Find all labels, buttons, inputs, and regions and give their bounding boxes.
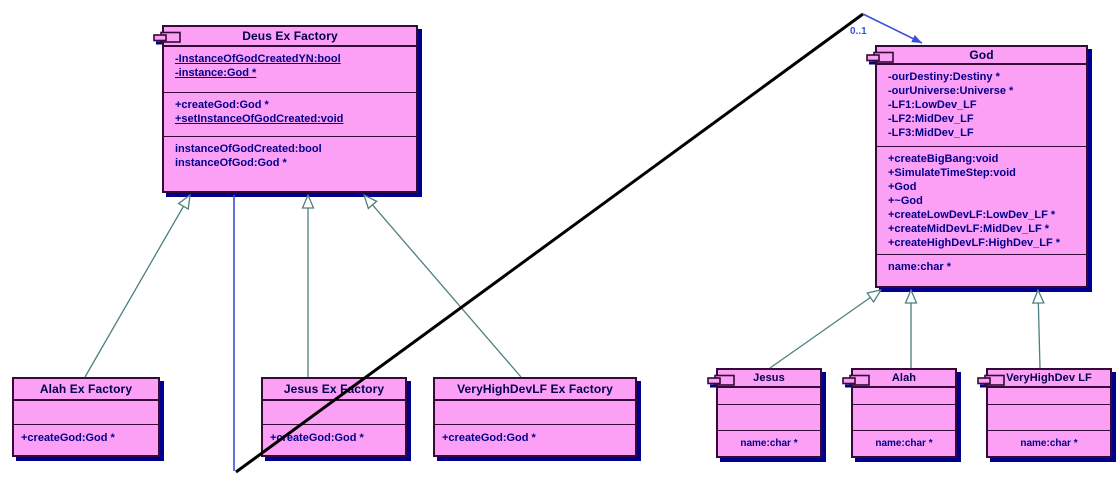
class-title-deus-ex-factory: Deus Ex Factory bbox=[164, 27, 416, 47]
class-adornment-icon bbox=[977, 374, 1007, 389]
class-member-text: name:char * bbox=[875, 438, 933, 449]
class-veryhighdevlf-ex-factory[interactable]: VeryHighDevLF Ex Factory +createGod:God * bbox=[433, 377, 637, 457]
class-section bbox=[435, 401, 635, 425]
class-member-text: instanceOfGodCreated:bool bbox=[175, 143, 322, 155]
class-adornment-icon bbox=[842, 374, 872, 389]
class-title-alah-ex-factory: Alah Ex Factory bbox=[14, 379, 158, 401]
class-member: +createGod:God * bbox=[164, 98, 416, 112]
class-member-text: +setInstanceOfGodCreated:void bbox=[175, 113, 344, 125]
class-title-jesus-ex-factory: Jesus Ex Factory bbox=[263, 379, 405, 401]
class-section: +createBigBang:void +SimulateTimeStep:voi… bbox=[877, 147, 1086, 255]
class-member: -ourDestiny:Destiny * bbox=[877, 70, 1086, 84]
class-member: +God bbox=[877, 180, 1086, 194]
class-title-god: God bbox=[877, 47, 1086, 65]
class-member-text: -instance:God * bbox=[175, 67, 257, 79]
class-member: instanceOfGodCreated:bool bbox=[164, 142, 416, 156]
class-member: -LF1:LowDev_LF bbox=[877, 98, 1086, 112]
class-member: +createBigBang:void bbox=[877, 152, 1086, 166]
class-section bbox=[988, 388, 1110, 405]
class-section: name:char * bbox=[853, 431, 955, 456]
class-section: +createGod:God * +setInstanceOfGodCreated… bbox=[164, 93, 416, 137]
class-section bbox=[14, 401, 158, 425]
class-member: -instance:God * bbox=[164, 66, 416, 80]
class-section: +createGod:God * bbox=[435, 425, 635, 455]
class-member-text: +createMidDevLF:MidDev_LF * bbox=[888, 223, 1050, 235]
class-member-text: +createLowDevLF:LowDev_LF * bbox=[888, 209, 1056, 221]
class-member: -ourUniverse:Universe * bbox=[877, 84, 1086, 98]
class-adornment-icon bbox=[153, 31, 183, 46]
class-member: +createMidDevLF:MidDev_LF * bbox=[877, 222, 1086, 236]
class-member-text: +createBigBang:void bbox=[888, 153, 999, 165]
class-member: -LF2:MidDev_LF bbox=[877, 112, 1086, 126]
class-member-text: -LF1:LowDev_LF bbox=[888, 99, 977, 111]
class-member-text: +God bbox=[888, 181, 917, 193]
class-section: +createGod:God * bbox=[263, 425, 405, 455]
class-title-veryhighdev-lf: VeryHighDev LF bbox=[988, 370, 1110, 388]
class-member-text: -InstanceOfGodCreatedYN:bool bbox=[175, 53, 341, 65]
class-member: +createGod:God * bbox=[14, 431, 158, 445]
class-section bbox=[718, 405, 820, 431]
class-member-text: +~God bbox=[888, 195, 923, 207]
class-section: -ourDestiny:Destiny * -ourUniverse:Univer… bbox=[877, 65, 1086, 147]
class-adornment-icon bbox=[866, 51, 896, 66]
class-section bbox=[718, 388, 820, 405]
class-member: +SimulateTimeStep:void bbox=[877, 166, 1086, 180]
class-member: -InstanceOfGodCreatedYN:bool bbox=[164, 52, 416, 66]
class-section: name:char * bbox=[877, 255, 1086, 286]
class-member-text: +SimulateTimeStep:void bbox=[888, 167, 1016, 179]
class-section: name:char * bbox=[718, 431, 820, 456]
class-member-text: +createGod:God * bbox=[21, 432, 115, 444]
class-member-text: name:char * bbox=[740, 438, 798, 449]
class-member-text: +createGod:God * bbox=[270, 432, 364, 444]
class-member: name:char * bbox=[877, 260, 1086, 274]
class-member-text: -LF2:MidDev_LF bbox=[888, 113, 974, 125]
class-title-veryhighdevlf-ex-factory: VeryHighDevLF Ex Factory bbox=[435, 379, 635, 401]
class-alah-ex-factory[interactable]: Alah Ex Factory +createGod:God * bbox=[12, 377, 160, 457]
class-section: instanceOfGodCreated:bool instanceOfGod:G… bbox=[164, 137, 416, 191]
class-member-text: -ourDestiny:Destiny * bbox=[888, 71, 1000, 83]
class-member: +createLowDevLF:LowDev_LF * bbox=[877, 208, 1086, 222]
class-section: -InstanceOfGodCreatedYN:bool -instance:Go… bbox=[164, 47, 416, 93]
class-section bbox=[263, 401, 405, 425]
class-veryhighdev-lf[interactable]: VeryHighDev LF name:char * bbox=[977, 368, 1112, 458]
class-member-text: name:char * bbox=[888, 261, 951, 273]
class-member: name:char * bbox=[988, 437, 1110, 450]
class-member-text: +createHighDevLF:HighDev_LF * bbox=[888, 237, 1061, 249]
class-adornment-icon bbox=[707, 374, 737, 389]
class-member: +createHighDevLF:HighDev_LF * bbox=[877, 236, 1086, 250]
class-member-text: name:char * bbox=[1020, 438, 1078, 449]
class-member: -LF3:MidDev_LF bbox=[877, 126, 1086, 140]
class-section: name:char * bbox=[988, 431, 1110, 456]
class-deus-ex-factory[interactable]: Deus Ex Factory-InstanceOfGodCreatedYN:b… bbox=[153, 25, 418, 193]
association-multiplicity-label: 0..1 bbox=[850, 26, 867, 37]
class-alah[interactable]: Alah name:char * bbox=[842, 368, 957, 458]
class-member-text: -LF3:MidDev_LF bbox=[888, 127, 974, 139]
class-jesus-ex-factory[interactable]: Jesus Ex Factory +createGod:God * bbox=[261, 377, 407, 457]
class-title-alah: Alah bbox=[853, 370, 955, 388]
class-member: +createGod:God * bbox=[435, 431, 635, 445]
class-section bbox=[853, 388, 955, 405]
class-member: +setInstanceOfGodCreated:void bbox=[164, 112, 416, 126]
class-member: name:char * bbox=[853, 437, 955, 450]
class-member: +~God bbox=[877, 194, 1086, 208]
class-section bbox=[853, 405, 955, 431]
class-member-text: instanceOfGod:God * bbox=[175, 157, 287, 169]
class-member-text: +createGod:God * bbox=[175, 99, 269, 111]
class-member: name:char * bbox=[718, 437, 820, 450]
class-section bbox=[988, 405, 1110, 431]
class-god[interactable]: God -ourDestiny:Destiny * -ourUniverse:Uni… bbox=[866, 45, 1088, 288]
class-member-text: +createGod:God * bbox=[442, 432, 536, 444]
class-member: instanceOfGod:God * bbox=[164, 156, 416, 170]
class-member-text: -ourUniverse:Universe * bbox=[888, 85, 1014, 97]
class-section: +createGod:God * bbox=[14, 425, 158, 455]
class-member: +createGod:God * bbox=[263, 431, 405, 445]
